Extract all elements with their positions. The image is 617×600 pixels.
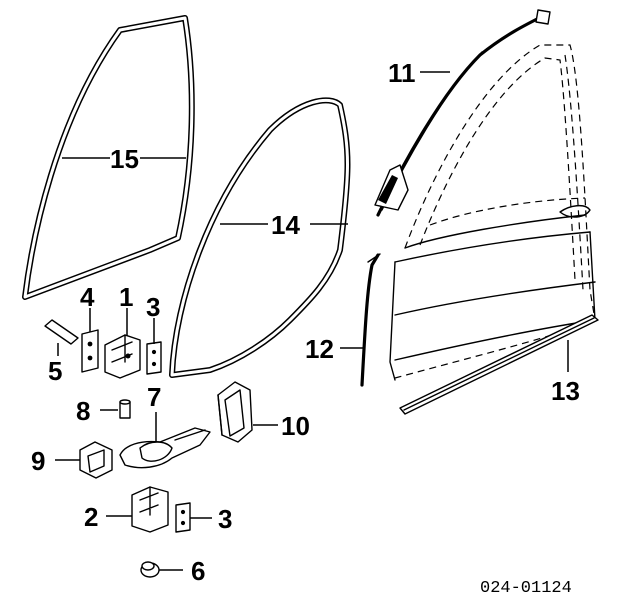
trim-part-12 <box>360 253 381 387</box>
callout-13: 13 <box>551 376 580 406</box>
diagram-code: 024-01124 <box>480 579 572 598</box>
callout-3-upper: 3 <box>146 292 160 322</box>
callout-7: 7 <box>147 382 161 412</box>
callout-4: 4 <box>80 282 95 312</box>
bracket-part-10 <box>217 381 253 443</box>
callout-12: 12 <box>305 334 334 364</box>
window-seal-part-15 <box>22 15 195 300</box>
callout-9: 9 <box>31 446 45 476</box>
plug-part-6 <box>140 561 160 578</box>
lower-hinge-part-2 <box>131 486 169 533</box>
plate-part-4 <box>81 329 99 373</box>
bracket-part-9 <box>79 441 113 479</box>
callout-15: 15 <box>110 144 139 174</box>
check-strap-part-7 <box>119 427 211 469</box>
door-shell <box>374 44 596 381</box>
pin-part-5 <box>44 319 79 345</box>
callout-10: 10 <box>281 411 310 441</box>
bolt-part-8 <box>119 399 131 419</box>
callout-2: 2 <box>84 502 98 532</box>
shim-part-3-upper <box>146 341 162 375</box>
callout-8: 8 <box>76 396 90 426</box>
door-seal-part-14 <box>169 97 351 378</box>
shim-part-3-lower <box>175 502 191 533</box>
callout-1: 1 <box>119 282 133 312</box>
leader-lines <box>55 71 569 571</box>
callout-14: 14 <box>271 210 300 240</box>
callout-11: 11 <box>388 58 416 88</box>
callout-5: 5 <box>48 356 62 386</box>
molding-part-13 <box>399 314 599 415</box>
callout-3-lower: 3 <box>218 504 232 534</box>
upper-hinge-part-1 <box>104 334 141 379</box>
callout-6: 6 <box>191 556 205 586</box>
callout-labels: 15 14 11 12 13 4 1 3 5 8 7 9 10 2 3 6 <box>31 58 580 586</box>
